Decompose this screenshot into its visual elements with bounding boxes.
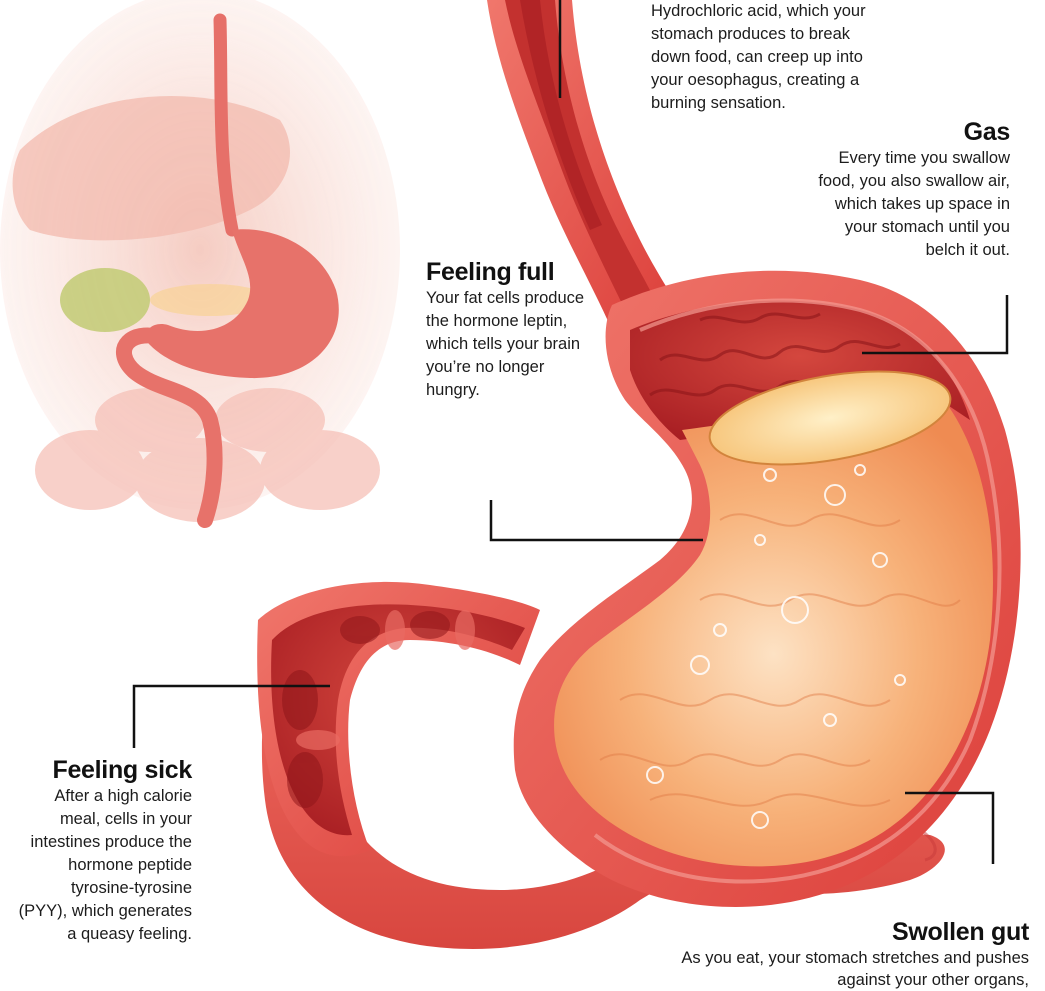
swollen-gut-text: As you eat, your stomach stretches and p…	[672, 947, 1029, 991]
feeling-sick-title: Feeling sick	[18, 756, 192, 785]
feeling-full-text: Your fat cells produce the hormone lepti…	[426, 287, 598, 402]
label-acid-reflux: Hydrochloric acid, which your stomach pr…	[651, 0, 871, 115]
gas-text: Every time you swallow food, you also sw…	[818, 147, 1010, 262]
label-feeling-full: Feeling full Your fat cells produce the …	[426, 258, 598, 402]
gas-title: Gas	[818, 118, 1010, 147]
label-feeling-sick: Feeling sick After a high calorie meal, …	[18, 756, 192, 946]
label-swollen-gut: Swollen gut As you eat, your stomach str…	[672, 918, 1029, 991]
label-gas: Gas Every time you swallow food, you als…	[818, 118, 1010, 262]
acid-reflux-text: Hydrochloric acid, which your stomach pr…	[651, 0, 871, 115]
torso-context-illustration	[0, 0, 400, 522]
feeling-sick-text: After a high calorie meal, cells in your…	[18, 785, 192, 946]
feeling-full-title: Feeling full	[426, 258, 598, 287]
swollen-gut-title: Swollen gut	[672, 918, 1029, 947]
duodenum-cross-section	[257, 582, 540, 856]
leader-line-full	[491, 500, 703, 540]
